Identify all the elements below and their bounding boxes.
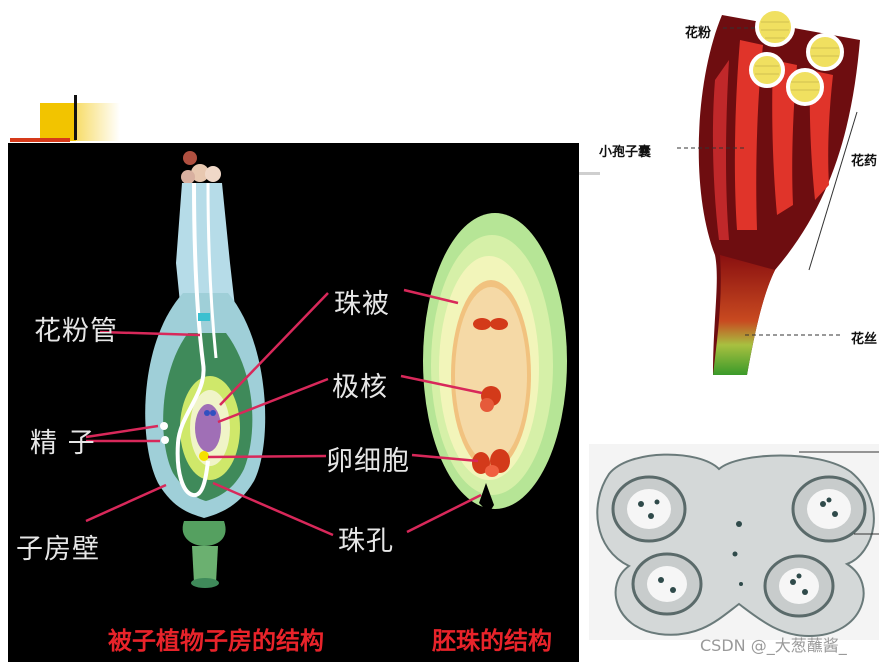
pistil-illustration <box>145 151 265 588</box>
slide-decoration-square <box>40 103 76 141</box>
label-anther: 花药 <box>851 150 877 169</box>
anther-cross-section-image <box>589 444 879 640</box>
stamen-illustration <box>595 0 887 380</box>
label-integument: 珠被 <box>334 282 390 321</box>
caption-ovary-structure: 被子植物子房的结构 <box>108 621 324 656</box>
label-pollen-tube: 花粉管 <box>34 309 118 348</box>
slide-decoration-bar <box>74 95 77 140</box>
watermark: CSDN @_大葱蘸酱_ <box>700 632 847 656</box>
label-egg-cell: 卵细胞 <box>326 439 410 478</box>
caption-ovule-structure: 胚珠的结构 <box>432 621 552 656</box>
label-microsporangium: 小孢子囊 <box>599 141 651 160</box>
label-pollen: 花粉 <box>685 22 711 41</box>
slide-decoration-red-line <box>10 138 70 142</box>
anther-cross-section-illustration <box>589 444 879 640</box>
ovule-illustration <box>423 213 567 513</box>
label-polar-nuclei: 极核 <box>332 365 388 404</box>
ovary-ovule-illustration <box>8 143 579 662</box>
label-micropyle: 珠孔 <box>338 519 394 558</box>
label-filament: 花丝 <box>851 328 877 347</box>
ovary-ovule-panel: 花粉管 精 子 子房壁 珠被 极核 卵细胞 珠孔 被子植物子房的结构 胚珠的结构 <box>8 143 579 662</box>
label-ovary-wall: 子房壁 <box>16 527 100 566</box>
label-sperm: 精 子 <box>30 421 96 460</box>
